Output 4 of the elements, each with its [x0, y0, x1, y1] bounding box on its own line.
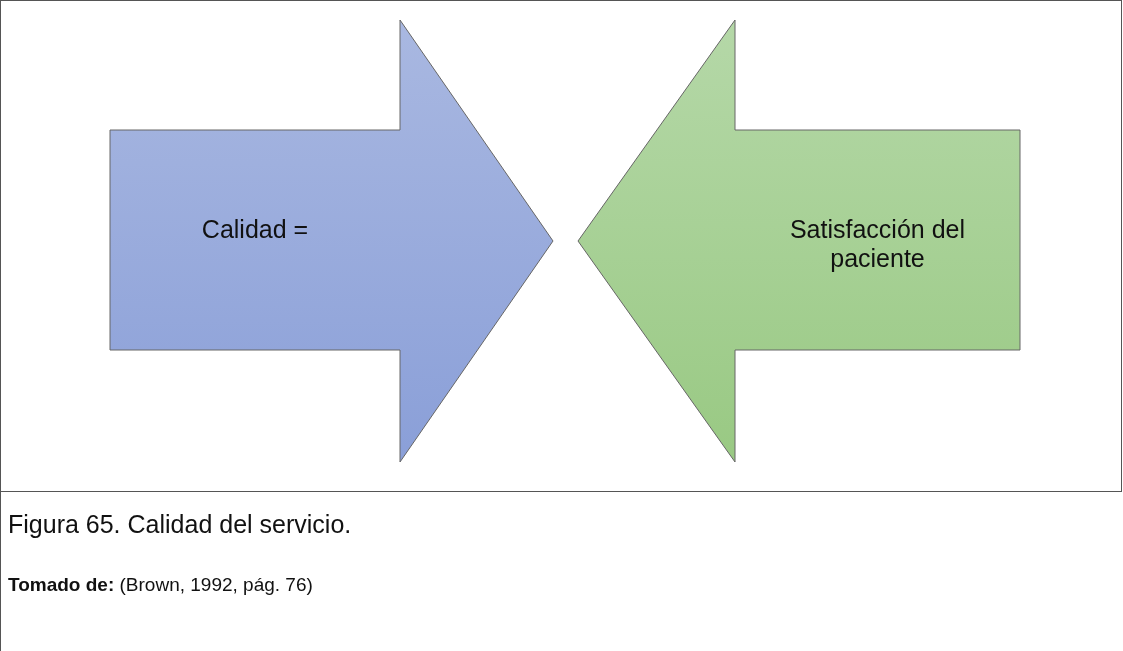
- arrow-label: Calidad =: [200, 215, 310, 244]
- source-note: Tomado de: (Brown, 1992, pág. 76): [8, 574, 313, 596]
- arrow-label: Satisfacción del paciente: [788, 215, 967, 273]
- figure-caption: Figura 65. Calidad del servicio.: [8, 510, 352, 539]
